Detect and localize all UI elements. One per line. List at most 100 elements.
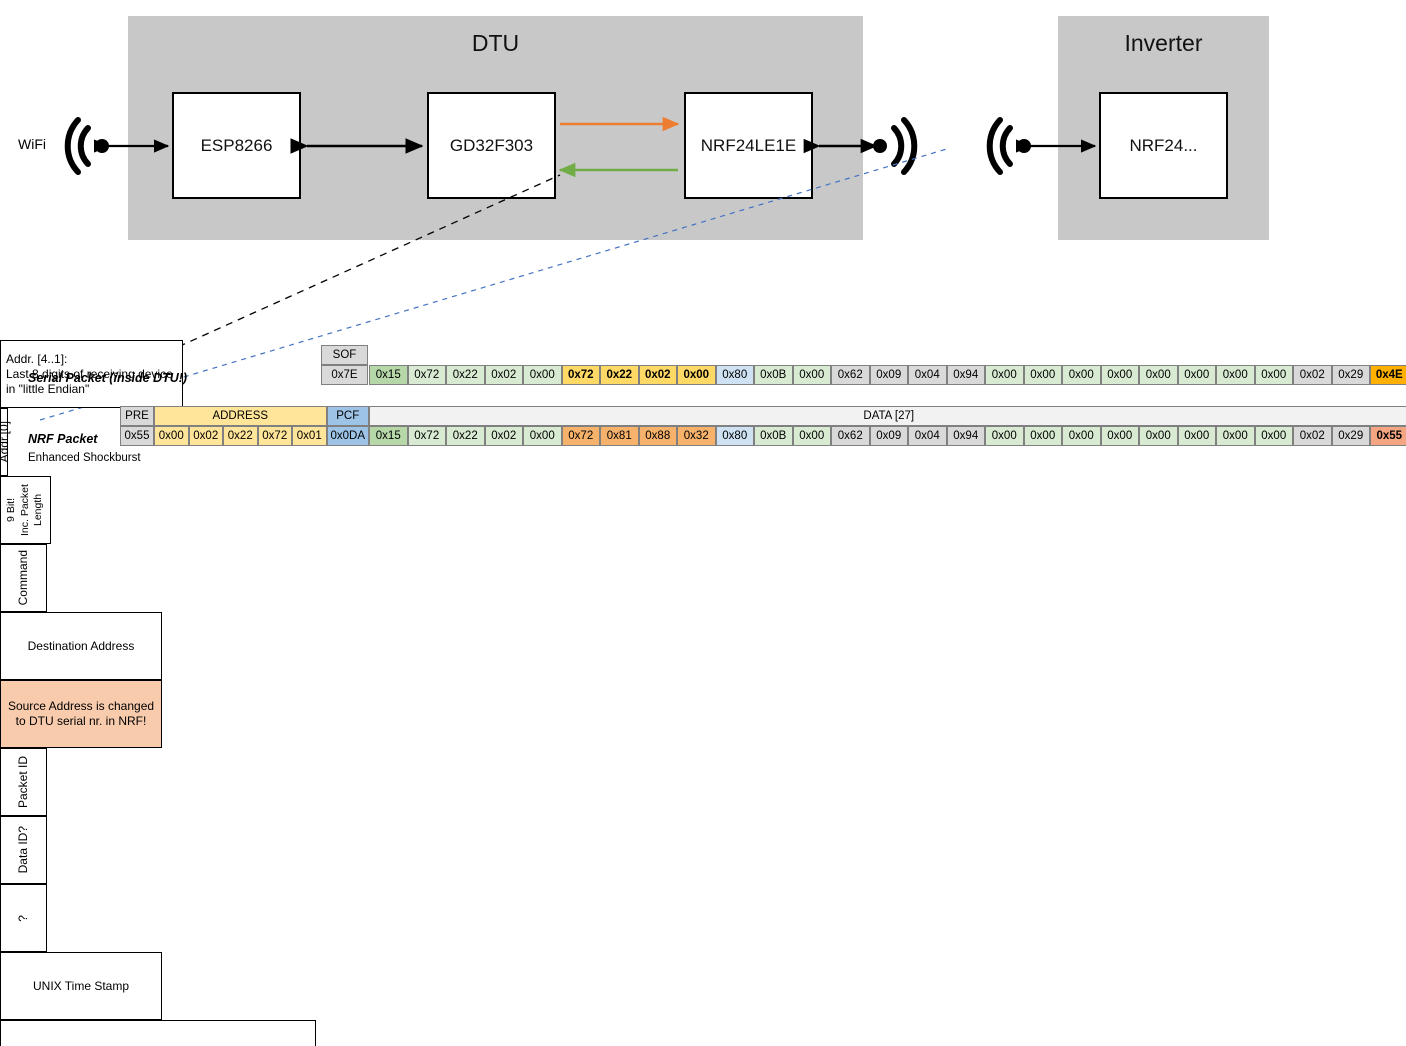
serial-byte-19: 0x00 [1100,365,1139,385]
wifi-label: WiFi [18,136,46,152]
serial-byte-24: 0x02 [1293,365,1332,385]
nrf-byte-24: 0x02 [1293,426,1332,446]
desc-address-line-0: Addr. [4..1]: [6,351,68,366]
nrf-byte-19: 0x00 [1100,426,1139,446]
chip-nrf24-label: NRF24... [1129,135,1198,155]
nrf-byte-20: 0x00 [1139,426,1178,446]
nrf-byte-15: 0x94 [946,426,985,446]
desc-pcf-main: Inc. Packet Length [19,484,45,536]
serial-byte-26: 0x4E [1370,365,1406,385]
serial-byte-18: 0x00 [1062,365,1101,385]
desc-data-id: Data ID? [0,816,47,884]
chip-esp8266: ESP8266 [172,92,301,199]
serial-byte-22: 0x00 [1216,365,1255,385]
serial-byte-7: 0x02 [638,365,677,385]
dtu-title: DTU [471,30,520,56]
nrf-byte-17: 0x00 [1023,426,1062,446]
nrf-address-byte-1: 0x02 [188,426,223,446]
desc-address: Addr. [4..1]:Last 8 digits of receiving … [0,340,183,408]
packet-tables: Serial Packet (inside DTU!) NRF Packet E… [0,340,1406,1046]
serial-byte-6: 0x22 [600,365,639,385]
serial-byte-14: 0x04 [908,365,947,385]
chip-nrf24le1e-label: NRF24LE1E [700,135,797,155]
desc-packet-id: Packet ID [0,748,47,816]
serial-packet-label: Serial Packet (inside DTU!) [28,371,188,385]
chip-nrf24le1e: NRF24LE1E [684,92,813,199]
desc-unknown-1: ? [0,884,47,952]
serial-byte-11: 0x00 [792,365,831,385]
nrf-byte-21: 0x00 [1177,426,1216,446]
nrf-address-byte-0: 0x00 [154,426,189,446]
desc-unknown-1-text: ? [15,914,30,922]
nrf-byte-11: 0x00 [792,426,831,446]
chip-gd32f303-label: GD32F303 [449,135,534,155]
serial-byte-8: 0x00 [677,365,716,385]
nrf-byte-2: 0x22 [446,426,485,446]
desc-zero: Zero (?) [0,1020,316,1046]
nrf-byte-1: 0x72 [407,426,446,446]
nrf-address-byte-3: 0x72 [257,426,292,446]
chip-gd32f303: GD32F303 [427,92,556,199]
nrf-group-address: ADDRESS [154,406,327,426]
nrf-byte-16: 0x00 [985,426,1024,446]
desc-pcf-small: 9 Bit! [5,498,18,522]
desc-addr0-text: Addr.[0] [0,421,11,463]
nrf-sublabel: Enhanced Shockburst [28,452,141,464]
nrf-packet-label: NRF Packet [28,432,98,446]
inverter-enclosure: Inverter [1058,16,1269,240]
desc-timestamp-text: UNIX Time Stamp [32,978,130,993]
nrf-byte-0: 0x15 [369,426,408,446]
serial-byte-12: 0x62 [831,365,870,385]
desc-source: Source Address is changed to DTU serial … [0,680,162,748]
nrf-group-pre: PRE [120,406,154,426]
nrf-byte-25: 0x29 [1331,426,1370,446]
nrf-byte-23: 0x00 [1254,426,1293,446]
serial-byte-3: 0x02 [484,365,523,385]
serial-sof-header: SOF [321,345,368,365]
serial-byte-4: 0x00 [523,365,562,385]
desc-packet-id-text: Packet ID [15,755,30,809]
serial-byte-0: 0x15 [369,365,408,385]
serial-byte-9: 0x80 [715,365,754,385]
desc-addr0: Addr.[0] [0,408,11,476]
nrf-group-pcf: PCF [326,406,369,426]
nrf-address-byte-4: 0x01 [292,426,327,446]
nrf-byte-10: 0x0B [754,426,793,446]
serial-byte-15: 0x94 [946,365,985,385]
chip-nrf24-inverter: NRF24... [1099,92,1228,199]
nrf-byte-6: 0x81 [600,426,639,446]
nrf-byte-5: 0x72 [561,426,600,446]
nrf-address-byte-2: 0x22 [223,426,258,446]
nrf-byte-3: 0x02 [484,426,523,446]
nrf-byte-13: 0x09 [869,426,908,446]
nrf-byte-4: 0x00 [523,426,562,446]
serial-byte-23: 0x00 [1254,365,1293,385]
serial-byte-17: 0x00 [1023,365,1062,385]
serial-byte-10: 0x0B [754,365,793,385]
nrf-group-data: DATA [27] [369,406,1406,426]
serial-sof-value: 0x7E [321,365,368,385]
serial-byte-2: 0x22 [446,365,485,385]
serial-byte-16: 0x00 [985,365,1024,385]
desc-data-id-text: Data ID? [15,826,30,874]
desc-address-line-1: Last 8 digits of receiving device in "li… [6,366,173,396]
serial-byte-20: 0x00 [1139,365,1178,385]
nrf-byte-8: 0x32 [677,426,716,446]
desc-timestamp: UNIX Time Stamp [0,952,162,1020]
serial-byte-1: 0x72 [407,365,446,385]
nrf-byte-12: 0x62 [831,426,870,446]
desc-command: Command [0,544,47,612]
desc-destination-text: Destination Address [27,638,135,653]
chip-esp8266-label: ESP8266 [200,135,273,155]
nrf-pcf-value: 0x0DA [326,426,369,446]
nrf-byte-14: 0x04 [908,426,947,446]
desc-source-text: Source Address is changed to DTU serial … [7,699,155,728]
serial-byte-5: 0x72 [561,365,600,385]
nrf-byte-18: 0x00 [1062,426,1101,446]
nrf-pre-value: 0x55 [120,426,154,446]
desc-destination: Destination Address [0,612,162,680]
nrf-byte-22: 0x00 [1216,426,1255,446]
block-diagram: DTU ESP8266 GD32F303 NRF24LE1E Inverter … [0,0,1406,340]
